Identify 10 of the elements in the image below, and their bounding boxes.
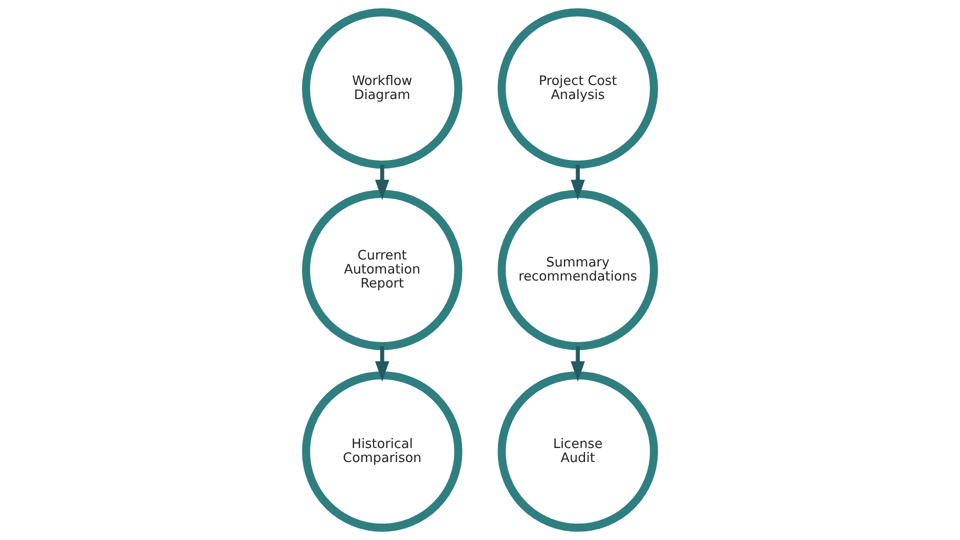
node-circle: License Audit — [498, 371, 658, 532]
node-circle: Summary recommendations — [498, 190, 658, 350]
arrow — [375, 164, 390, 200]
arrow — [375, 346, 390, 382]
node-circle: Current Automation Report — [302, 190, 462, 350]
arrow — [570, 164, 585, 200]
node-circle: Workflow Diagram — [302, 8, 462, 169]
node-circle: Project Cost Analysis — [498, 8, 658, 169]
node-circle: Historical Comparison — [302, 371, 462, 532]
arrow — [570, 346, 585, 382]
